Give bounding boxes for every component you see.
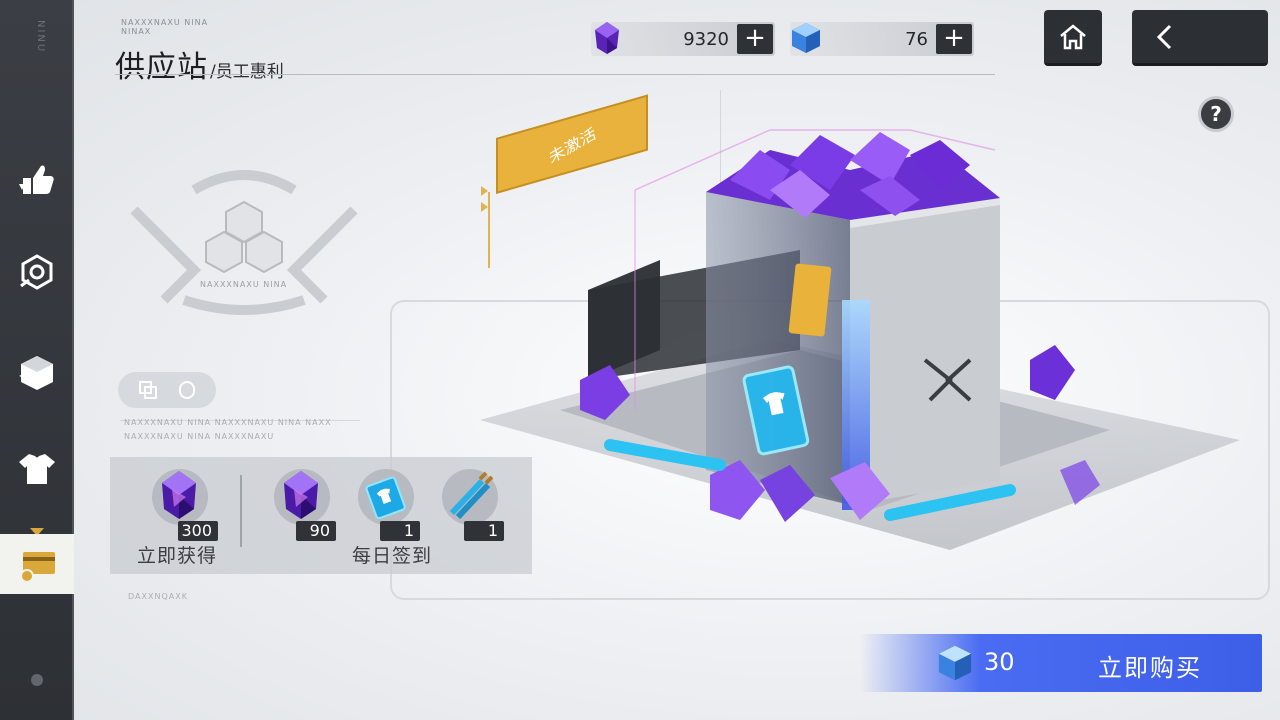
rail-dot <box>31 674 43 686</box>
reward-divider <box>240 475 242 547</box>
back-arrow-icon <box>1156 24 1172 49</box>
daily-reward-tools[interactable]: 1 <box>436 463 508 541</box>
cube-amount: 76 <box>905 29 928 50</box>
purple-crystal-icon <box>162 471 196 519</box>
home-icon <box>1060 23 1086 49</box>
add-crystal-button[interactable]: + <box>737 24 773 54</box>
daily-reward-count-crystal: 90 <box>296 521 336 541</box>
supply-emblem-logo <box>130 170 358 315</box>
thumbs-up-icon <box>19 165 54 194</box>
daily-reward-count-ticket: 1 <box>380 521 420 541</box>
instant-reward-count: 300 <box>178 521 218 541</box>
purple-crystal-icon <box>284 471 318 519</box>
crystal-amount: 9320 <box>683 29 729 50</box>
layers-icon <box>137 379 159 401</box>
page-title: 供应站 <box>115 50 208 85</box>
tool-sticks-icon <box>449 471 494 520</box>
circle-icon <box>176 379 198 401</box>
decor-line <box>120 420 360 421</box>
home-button[interactable] <box>1044 10 1102 66</box>
page-header: NAXXXNAXU NINA NINAX 供应站 /员工惠利 <box>115 18 284 86</box>
back-button[interactable] <box>1132 10 1268 66</box>
view-toggle[interactable] <box>118 372 216 408</box>
daily-reward-crystal[interactable]: 90 <box>268 463 340 541</box>
rail-item-rewards[interactable] <box>0 148 74 208</box>
active-indicator <box>30 528 44 536</box>
title-divider <box>115 74 995 75</box>
decor-line <box>720 90 721 190</box>
add-cube-button[interactable]: + <box>936 24 972 54</box>
rewards-panel: 300 立即获得 90 1 1 每日签到 <box>110 457 532 574</box>
decor-text-3: DAXXNQAXK <box>128 592 188 601</box>
package-icon <box>19 356 53 390</box>
tag-arrow <box>481 186 488 196</box>
rail-item-badge[interactable] <box>0 242 74 302</box>
side-nav: NINU <box>0 0 74 720</box>
rail-brand-text: NINU <box>35 20 46 54</box>
page-subtitle: /员工惠利 <box>210 62 284 82</box>
rail-item-supply-card[interactable] <box>0 534 74 594</box>
tag-stem <box>488 192 490 268</box>
badge-gear-icon <box>20 254 53 290</box>
title-caption-2: NINAX <box>121 27 152 36</box>
shirt-icon <box>19 454 55 484</box>
daily-reward-label: 每日签到 <box>352 545 433 567</box>
purple-crystal-icon <box>595 22 619 54</box>
blue-cube-icon <box>792 23 820 53</box>
buy-now-button[interactable]: 30 立即购买 <box>860 634 1262 692</box>
ticket-card-icon <box>365 476 406 520</box>
card-icon <box>20 552 55 583</box>
help-button[interactable]: ? <box>1198 96 1234 132</box>
instant-reward-label: 立即获得 <box>137 545 218 567</box>
instant-reward-crystal[interactable]: 300 <box>146 463 218 541</box>
currency-crystal: 9320 + <box>591 22 775 56</box>
rail-item-outfit[interactable] <box>0 438 74 498</box>
decor-text-2: NAXXXNAXU NINA NAXXXNAXU <box>124 432 275 441</box>
daily-reward-ticket[interactable]: 1 <box>352 463 424 541</box>
supply-box-illustration <box>480 129 1240 550</box>
daily-reward-count-tools: 1 <box>464 521 504 541</box>
buy-label: 立即购买 <box>1098 654 1202 682</box>
decor-text-1: NAXXXNAXU NINA NAXXXNAXU NINA NAXX <box>124 418 332 427</box>
tag-arrow <box>481 202 488 212</box>
rail-item-package[interactable] <box>0 342 74 402</box>
title-caption: NAXXXNAXU NINA <box>121 18 209 27</box>
blue-cube-icon <box>938 645 972 681</box>
emblem-caption: NAXXXNAXU NINA <box>200 280 288 289</box>
buy-cost: 30 <box>984 648 1015 676</box>
currency-cube: 76 + <box>790 22 974 56</box>
